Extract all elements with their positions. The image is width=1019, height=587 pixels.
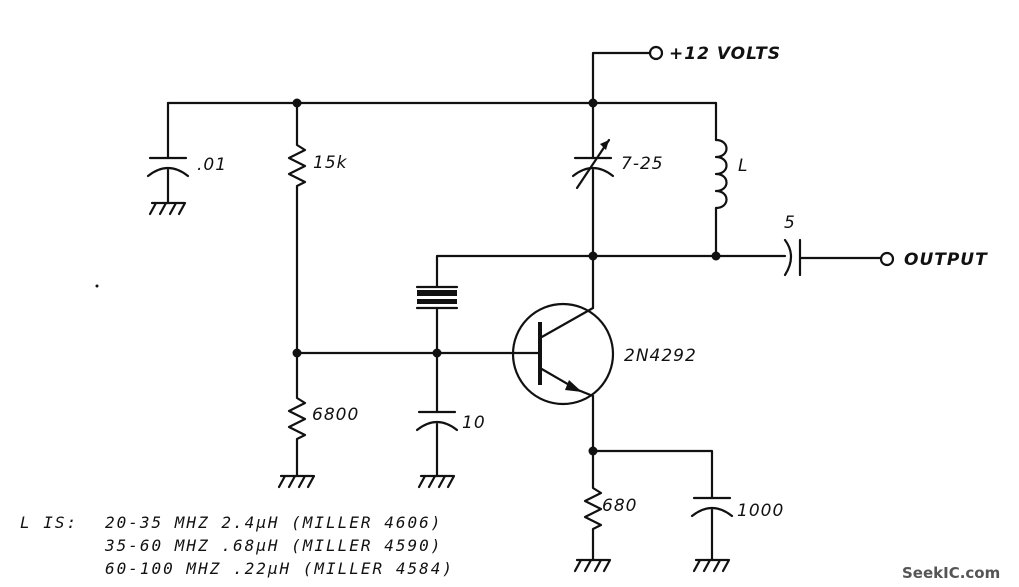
supply-label: +12 VOLTS (669, 44, 781, 64)
r-top-label: 15k (313, 153, 348, 173)
crystal (415, 281, 459, 320)
emitter-cap-label: 1000 (737, 501, 784, 521)
transistor-label: 2N4292 (624, 346, 697, 366)
notes-line-1: 20-35 MHZ 2.4µH (MILLER 4606) (105, 513, 442, 532)
junction-dots (95, 98, 721, 456)
tuning-cap-label: 7-25 (621, 154, 664, 174)
notes-prefix: L IS: (20, 513, 78, 532)
output-terminal (879, 251, 895, 267)
resistor-6800 (277, 351, 316, 489)
transistor (511, 254, 615, 453)
notes-line-2: 35-60 MHZ .68µH (MILLER 4590) (104, 536, 442, 555)
base-cap-label: 10 (462, 413, 486, 433)
capacitor-10 (415, 351, 459, 489)
resistor-15k (287, 101, 307, 355)
r-emitter-label: 680 (602, 496, 637, 516)
capacitor-1000 (591, 449, 734, 573)
output-network (591, 238, 895, 277)
base-network (295, 254, 595, 355)
bypass-capacitor (146, 101, 190, 216)
inductor (714, 101, 728, 258)
resistor-680 (573, 449, 612, 573)
watermark: SeekIC.com (902, 564, 1000, 582)
r-bottom-label: 6800 (312, 405, 359, 425)
bypass-cap-label: .01 (197, 155, 227, 175)
inductor-notes: L IS: 20-35 MHZ 2.4µH (MILLER 4606) 35-6… (20, 513, 454, 578)
notes-line-3: 60-100 MHZ .22µH (MILLER 4584) (105, 559, 454, 578)
supply-terminal (648, 45, 664, 61)
supply-wiring (166, 45, 718, 105)
output-cap-label: 5 (784, 213, 796, 233)
output-label: OUTPUT (904, 250, 988, 270)
inductor-label: L (738, 156, 748, 176)
tuning-capacitor (571, 101, 615, 258)
